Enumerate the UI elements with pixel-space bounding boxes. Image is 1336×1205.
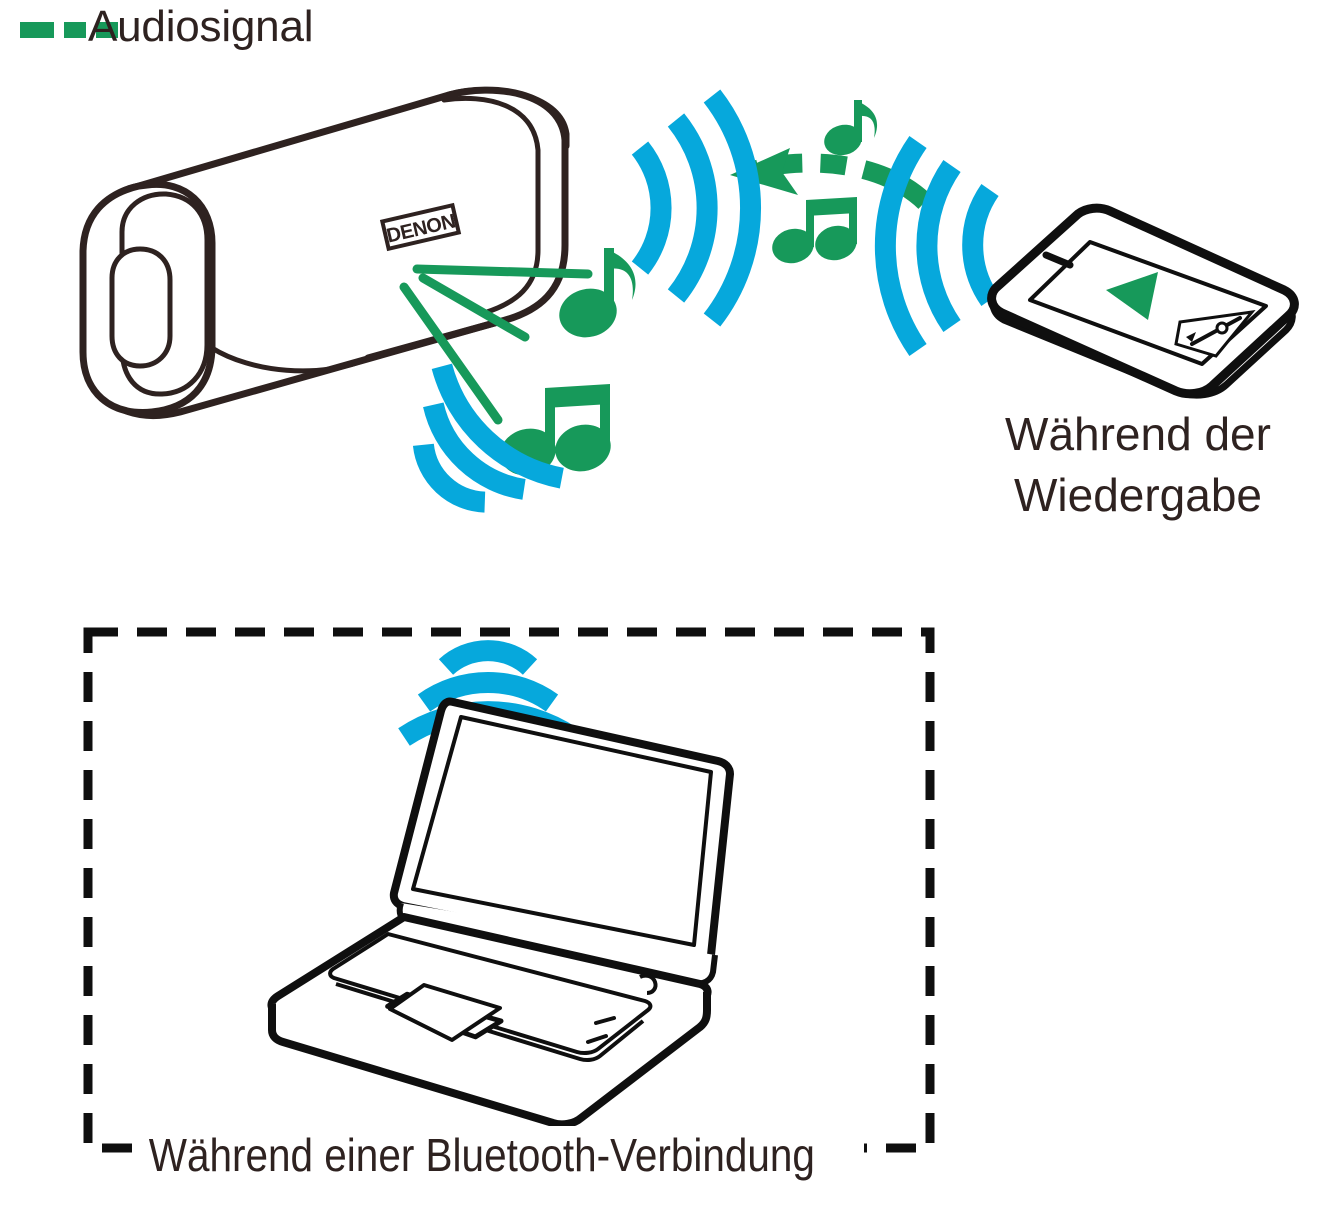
phone-caption-line-1: Während der	[1005, 408, 1271, 460]
speaker-illustration: DENON	[79, 86, 570, 419]
smartphone-illustration	[987, 203, 1299, 399]
audio-signal-arrow	[730, 148, 932, 210]
legend-dash-icon	[20, 22, 118, 38]
wifi-phone-left-waves	[874, 136, 999, 356]
wifi-speaker-lower-waves	[412, 363, 564, 513]
laptop-illustration	[267, 697, 734, 1129]
wifi-speaker-right-waves	[631, 89, 762, 327]
note-mid-double	[772, 197, 857, 264]
bluetooth-box-caption: Während einer Bluetooth-Verbindung	[140, 1128, 824, 1182]
volume-slider	[1174, 309, 1256, 358]
note-speaker-double	[500, 384, 611, 476]
phone-caption-line-2: Wiedergabe	[1013, 469, 1263, 522]
speaker-audio-rays	[399, 264, 593, 425]
phone-playback-caption: Während der Wiedergabe	[952, 404, 1324, 526]
play-triangle-icon	[1106, 272, 1158, 320]
note-top-single	[824, 100, 878, 156]
legend-label: Audiosignal	[88, 2, 314, 51]
bluetooth-area-box	[83, 627, 935, 1153]
note-speaker-single	[559, 248, 636, 338]
